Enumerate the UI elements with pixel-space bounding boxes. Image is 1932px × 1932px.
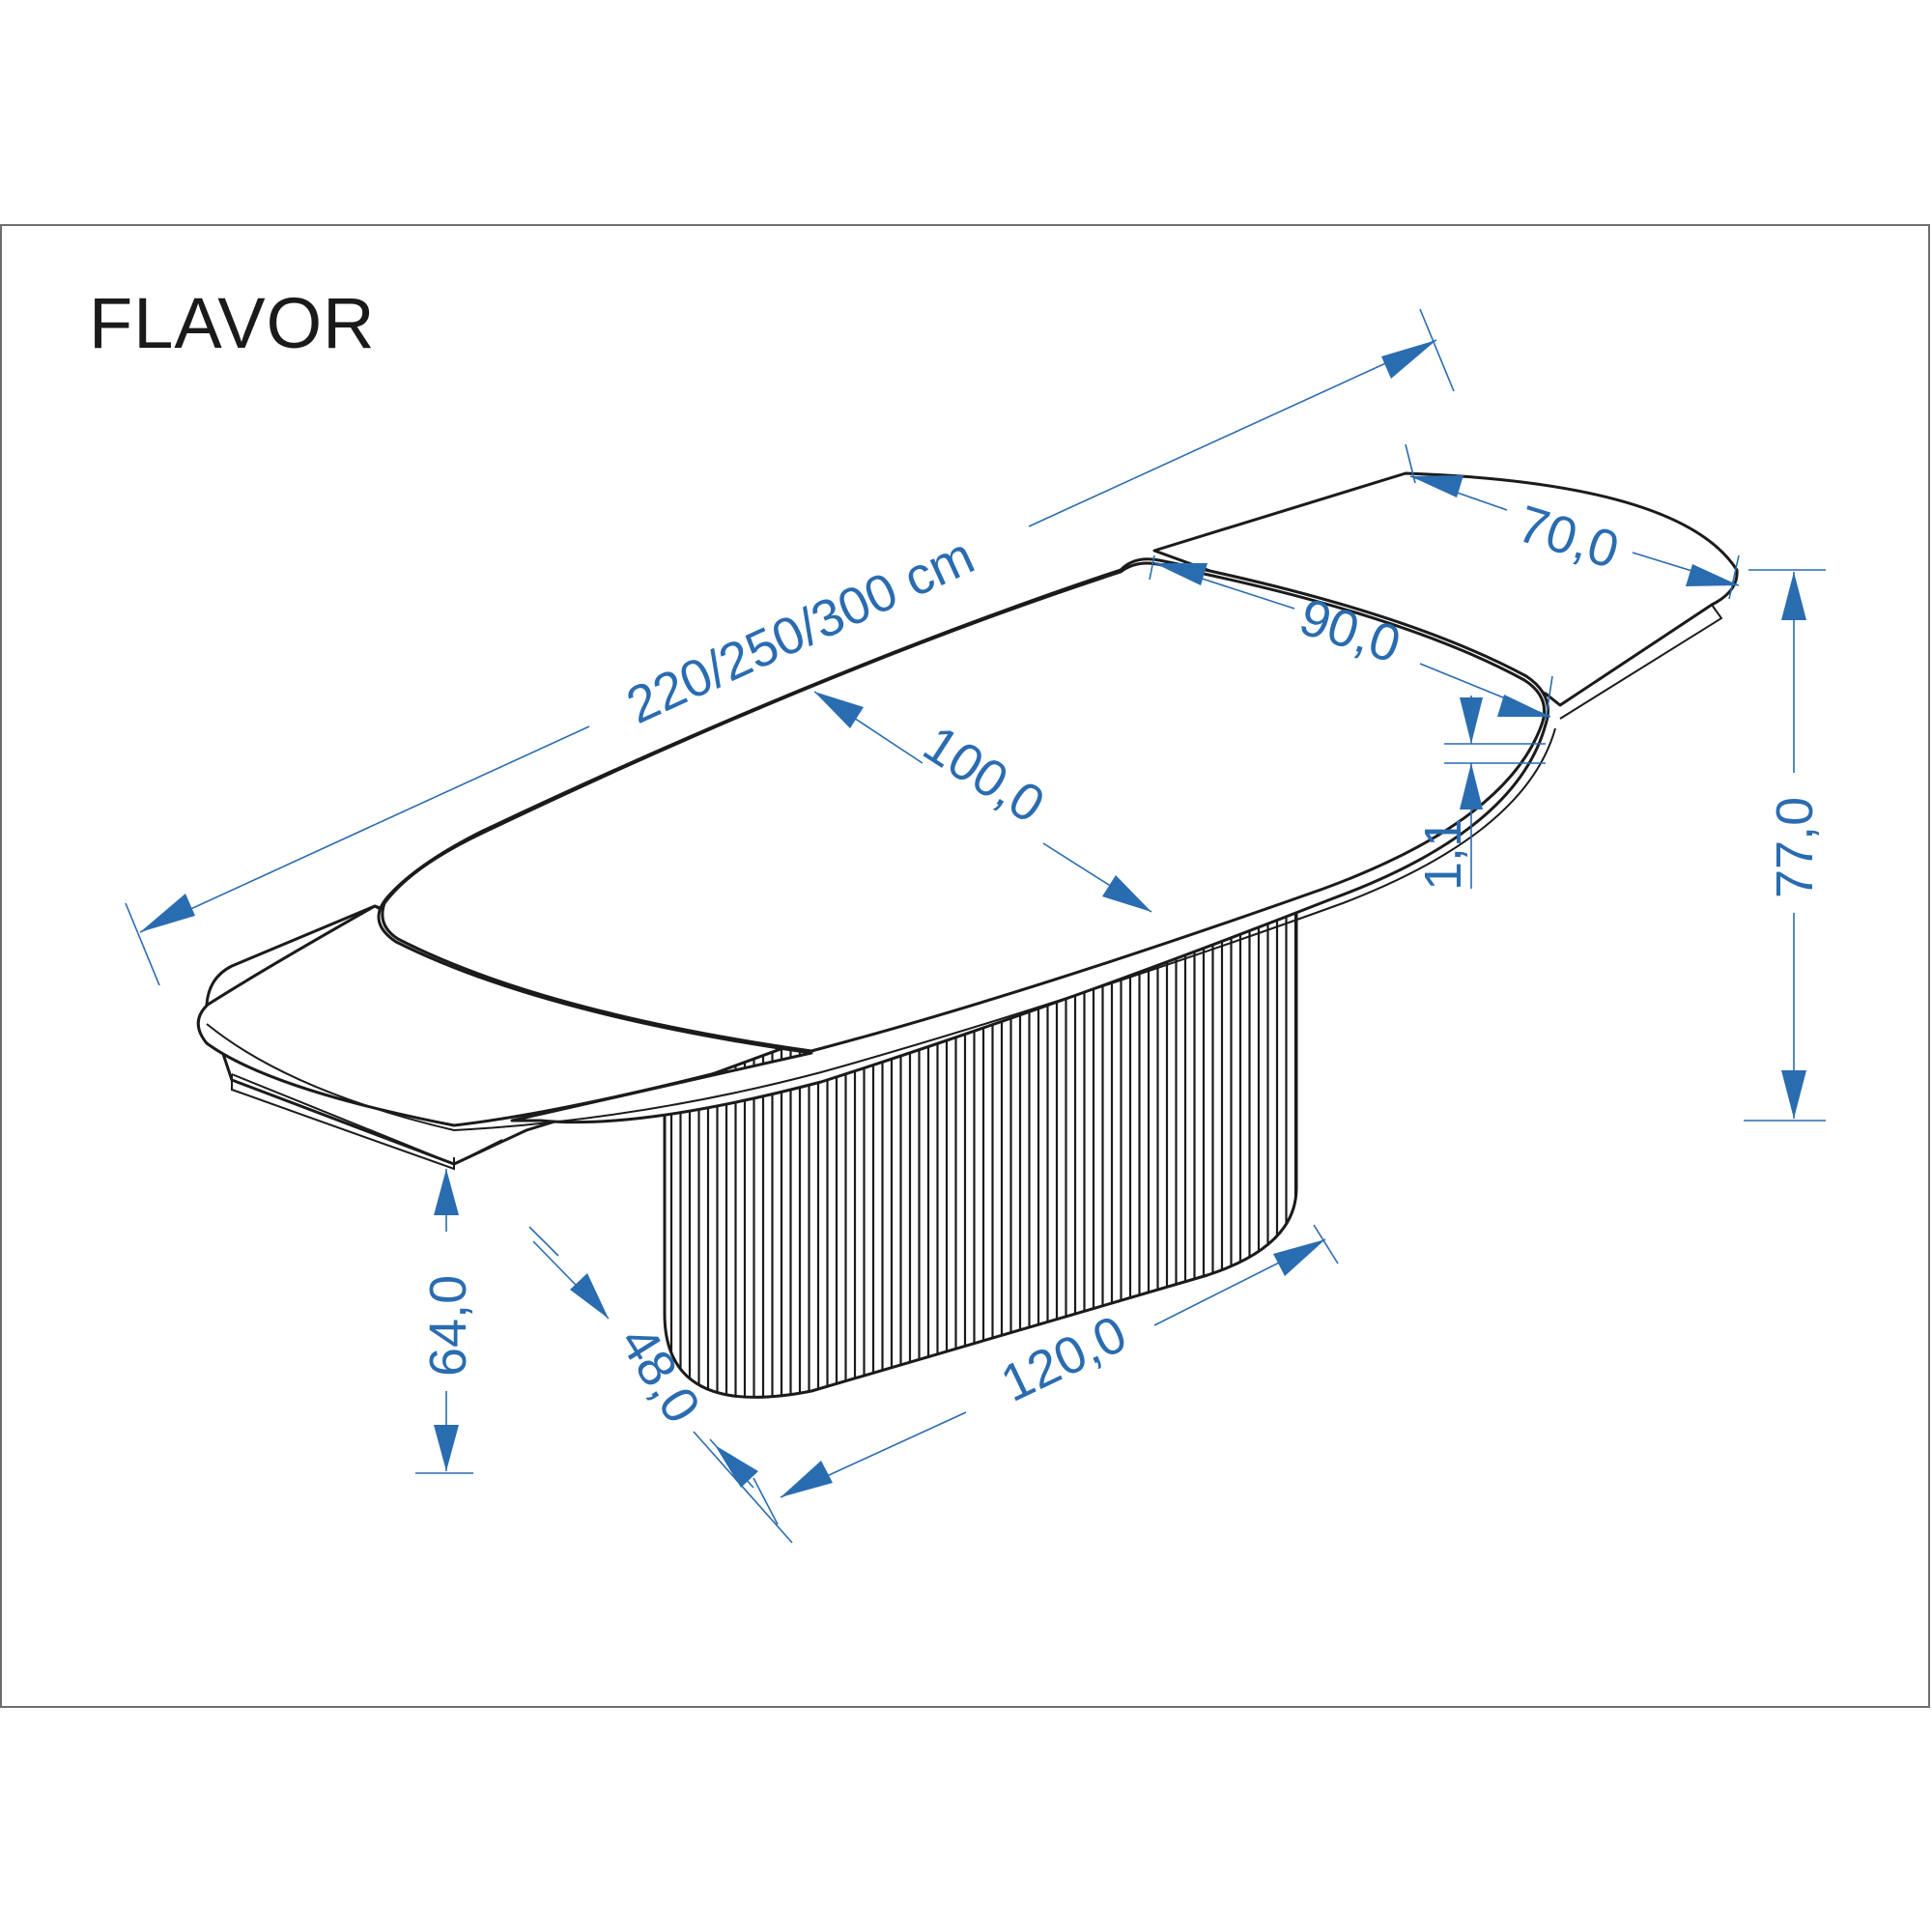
main-slab-surface <box>381 561 1547 1053</box>
product-title: FLAVOR <box>89 283 376 363</box>
dim-clearance-height: 64,0 <box>419 1275 477 1377</box>
drawing-frame <box>0 224 1930 1708</box>
dim-height: 77,0 <box>1766 797 1824 898</box>
table-outline <box>196 471 1739 1399</box>
slab-edge-thickness <box>206 727 1556 1132</box>
right-leaf-edge <box>1559 604 1723 720</box>
right-extension-leaf <box>1152 471 1739 707</box>
left-leaf-support <box>231 1073 503 1171</box>
dim-top-thickness: 1,1 <box>1414 818 1472 891</box>
